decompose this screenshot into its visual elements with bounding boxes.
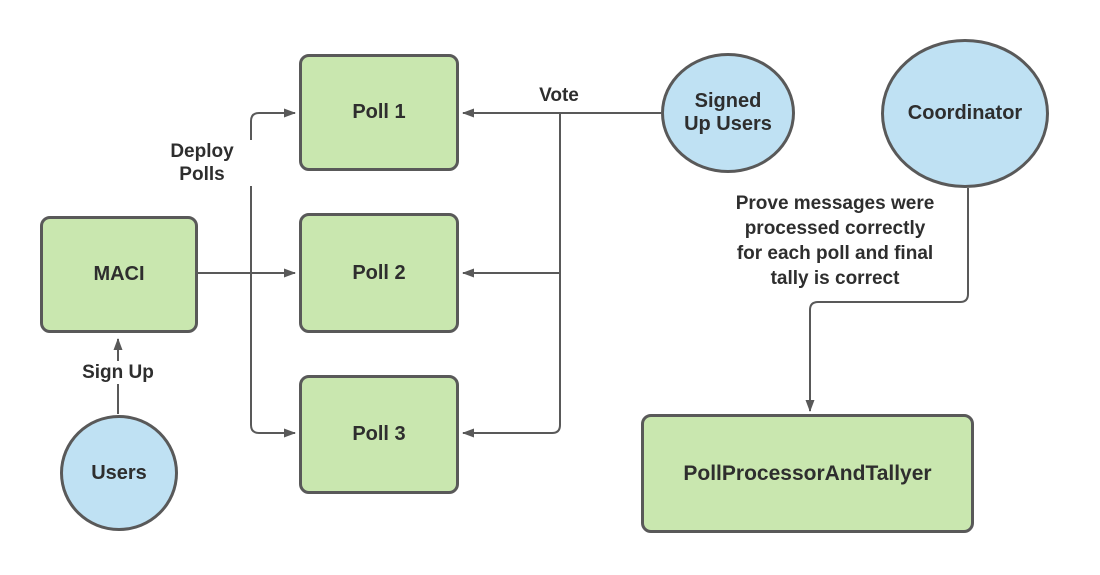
node-signed-up-users: Signed Up Users (661, 53, 795, 173)
node-poll-3: Poll 3 (299, 375, 459, 494)
node-users: Users (60, 415, 178, 531)
edge-maci-to-poll1 (250, 108, 296, 273)
node-maci: MACI (40, 216, 198, 333)
node-poll-2: Poll 2 (299, 213, 459, 333)
node-coordinator: Coordinator (881, 39, 1049, 188)
edge-label-sign-up: Sign Up (58, 361, 178, 384)
edge-label-prove-messages: Prove messages were processed correctly … (735, 193, 935, 289)
edge-label-deploy-polls: Deploy Polls (152, 140, 252, 186)
node-poll-1: Poll 1 (299, 54, 459, 171)
edge-vote-to-poll3 (462, 113, 561, 438)
edge-maci-to-poll3 (250, 273, 296, 438)
edge-label-vote: Vote (519, 84, 599, 107)
node-poll-processor-and-tallyer: PollProcessorAndTallyer (641, 414, 974, 533)
edge-coordinator-to-tallyer (805, 188, 969, 412)
